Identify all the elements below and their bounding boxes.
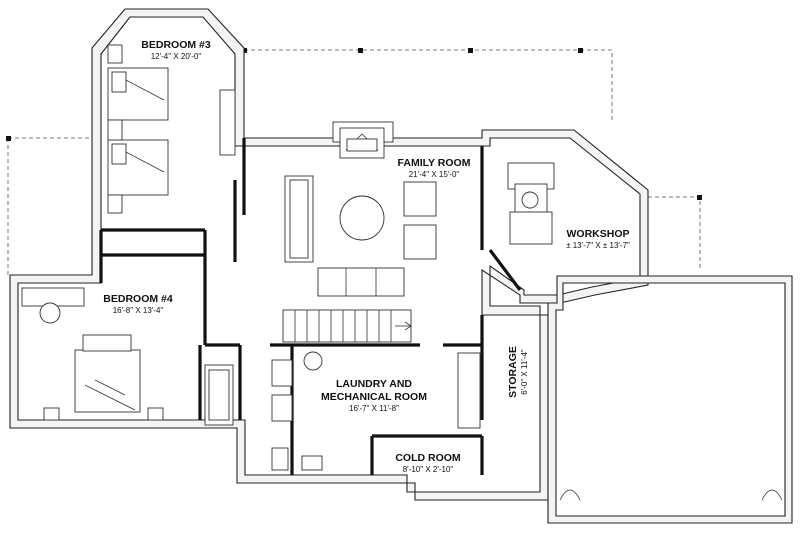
interior-walls	[99, 138, 522, 475]
workshop-dims: ± 13'-7" X ± 13'-7"	[566, 241, 630, 250]
family-room-furniture	[284, 175, 437, 297]
storage-dims: 6'-0" X 11'-4"	[520, 349, 529, 395]
workshop-vehicle	[507, 162, 555, 245]
laundry-dims: 16'-7" X 11'-8"	[349, 404, 399, 413]
bedroom3-dims: 12'-4" X 20'-0"	[151, 52, 202, 61]
laundry-name-line1: LAUNDRY AND	[336, 378, 412, 390]
room-labels: BEDROOM #3 12'-4" X 20'-0" FAMILY ROOM 2…	[103, 39, 630, 474]
bedroom4-name: BEDROOM #4	[103, 293, 173, 305]
laundry-name-line2: MECHANICAL ROOM	[321, 391, 427, 403]
cold-room-name: COLD ROOM	[395, 452, 461, 464]
bedroom4-dims: 16'-8" X 13'-4"	[113, 306, 164, 315]
bedroom3-name: BEDROOM #3	[141, 39, 211, 51]
garage	[547, 275, 793, 524]
laundry-fixtures	[204, 351, 481, 471]
deck-outlines	[6, 48, 702, 275]
storage-name: STORAGE	[507, 346, 519, 398]
family-room-name: FAMILY ROOM	[398, 157, 471, 169]
stairs	[282, 309, 412, 343]
bedroom3-furniture	[107, 44, 236, 214]
exterior-walls	[9, 8, 649, 501]
cold-room-dims: 8'-10" X 2'-10"	[403, 465, 454, 474]
family-room-dims: 21'-4" X 15'-0"	[409, 170, 460, 179]
workshop-name: WORKSHOP	[567, 228, 630, 240]
fireplace	[332, 121, 394, 159]
bedroom4-furniture	[21, 287, 164, 421]
